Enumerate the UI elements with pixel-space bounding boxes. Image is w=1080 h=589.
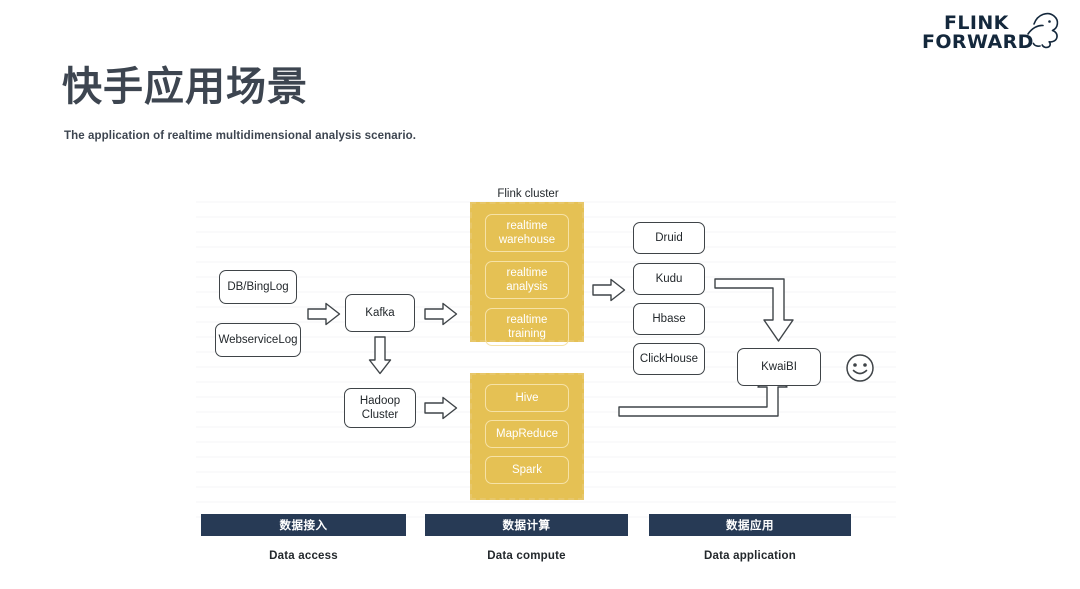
node-label: Spark bbox=[511, 463, 543, 476]
footer-caption-label: Data application bbox=[703, 550, 797, 562]
node-realtime-training: realtime training bbox=[485, 308, 569, 346]
node-label: KwaiBI bbox=[761, 360, 797, 373]
node-kudu: Kudu bbox=[633, 263, 705, 295]
node-label: Hbase bbox=[652, 312, 686, 325]
node-label: Druid bbox=[655, 231, 683, 244]
node-kwaibi: KwaiBI bbox=[737, 348, 821, 386]
node-label: WebserviceLog bbox=[218, 333, 298, 346]
page-title: 快手应用场景 bbox=[62, 64, 308, 110]
footer-bar-label: 数据应用 bbox=[726, 520, 774, 532]
node-clickhouse: ClickHouse bbox=[633, 343, 705, 375]
node-hbase: Hbase bbox=[633, 303, 705, 335]
footer-caption-data-access: Data access bbox=[201, 550, 406, 562]
node-label-line1: realtime bbox=[506, 219, 548, 232]
arrow-kafka-to-hadoop bbox=[368, 336, 392, 376]
node-label: Hive bbox=[515, 391, 539, 404]
arrow-sources-to-kafka bbox=[307, 302, 341, 326]
squirrel-icon bbox=[1027, 12, 1059, 49]
arrow-storage-to-kwaibi bbox=[714, 278, 804, 344]
node-label-line1: Hadoop bbox=[359, 394, 401, 407]
flink-cluster-label: Flink cluster bbox=[497, 188, 559, 200]
logo-line2-text: FORWARD bbox=[922, 31, 1034, 53]
footer-caption-label: Data compute bbox=[487, 550, 566, 562]
node-realtime-analysis: realtime analysis bbox=[485, 261, 569, 299]
node-kafka: Kafka bbox=[345, 294, 415, 332]
footer-caption-data-compute: Data compute bbox=[425, 550, 628, 562]
smiley-face-icon bbox=[845, 353, 875, 388]
node-label: MapReduce bbox=[495, 427, 558, 440]
node-mapreduce: MapReduce bbox=[485, 420, 569, 448]
node-hive: Hive bbox=[485, 384, 569, 412]
node-spark: Spark bbox=[485, 456, 569, 484]
node-realtime-warehouse: realtime warehouse bbox=[485, 214, 569, 252]
footer-bar-label: 数据接入 bbox=[279, 520, 328, 532]
flink-forward-logo: FLINK FORWARD bbox=[922, 8, 1062, 58]
logo-line1-text: FLINK bbox=[944, 12, 1010, 34]
node-db-binglog: DB/BingLog bbox=[219, 270, 297, 304]
footer-bar-data-compute: 数据计算 bbox=[425, 514, 628, 536]
footer-caption-label: Data access bbox=[269, 550, 338, 562]
arrow-kafka-to-flink bbox=[424, 302, 458, 326]
node-label-line2: analysis bbox=[506, 281, 548, 293]
node-label: DB/BingLog bbox=[227, 280, 289, 293]
footer-bar-label: 数据计算 bbox=[502, 520, 551, 532]
node-label-line1: realtime bbox=[506, 266, 548, 279]
node-label: Kudu bbox=[655, 272, 683, 285]
node-label-line1: realtime bbox=[506, 313, 548, 326]
arrow-hadoop-to-batch bbox=[424, 396, 458, 420]
node-label-line2: training bbox=[508, 328, 546, 340]
node-webservicelog: WebserviceLog bbox=[215, 323, 301, 357]
node-label: ClickHouse bbox=[639, 352, 699, 365]
node-label: Kafka bbox=[365, 306, 395, 319]
page-subtitle: The application of realtime multidimensi… bbox=[64, 130, 417, 142]
footer-bar-data-access: 数据接入 bbox=[201, 514, 406, 536]
footer-bar-data-application: 数据应用 bbox=[649, 514, 851, 536]
arrow-flink-to-storage bbox=[592, 278, 626, 302]
node-label-line2: warehouse bbox=[498, 234, 556, 246]
flink-cluster-group bbox=[470, 202, 584, 342]
node-druid: Druid bbox=[633, 222, 705, 254]
node-hadoop-cluster: Hadoop Cluster bbox=[344, 388, 416, 428]
node-label-line2: Cluster bbox=[361, 409, 399, 421]
footer-caption-data-application: Data application bbox=[649, 550, 851, 562]
architecture-diagram: DB/BingLog WebserviceLog Kafka bbox=[0, 170, 1080, 589]
